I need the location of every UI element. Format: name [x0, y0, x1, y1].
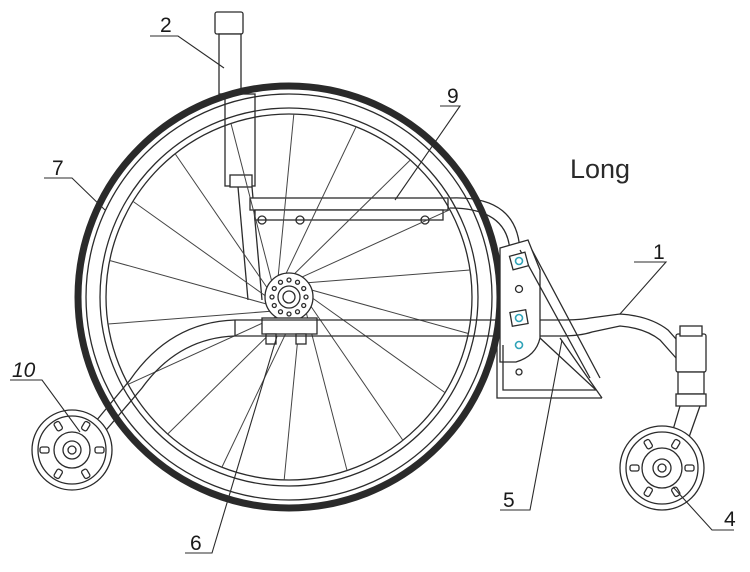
callout-6: 6: [190, 532, 202, 555]
wheel-spokes: [107, 114, 471, 480]
spoke: [277, 114, 295, 278]
footrest: [496, 337, 603, 399]
caster-slot: [53, 468, 64, 480]
frame-lower-arc-inner: [83, 335, 236, 457]
hub-hole: [269, 294, 275, 300]
callout-4: 4: [724, 508, 736, 531]
callout-2: 2: [160, 14, 172, 37]
caster-slot: [684, 464, 695, 472]
side-frame-plate: [499, 239, 601, 379]
axle-nut: [282, 290, 296, 304]
hub-hole: [294, 309, 301, 315]
hub-hole: [271, 285, 277, 292]
spoke: [221, 318, 294, 468]
caster-slot: [670, 438, 681, 450]
main-frame-tube: [234, 313, 685, 359]
caster-slot: [80, 468, 91, 480]
spoke: [309, 288, 469, 335]
spoke: [299, 209, 451, 279]
hub-hole: [294, 279, 301, 285]
caster-slot: [643, 486, 654, 498]
spoke: [230, 123, 273, 283]
spoke: [109, 259, 269, 306]
hub-hole: [277, 309, 284, 315]
caster-slot: [643, 438, 654, 450]
callout-5: 5: [503, 489, 515, 512]
diagram-title: Long: [570, 154, 630, 184]
hub-hole: [301, 285, 307, 292]
callout-10: 10: [12, 359, 36, 382]
spoke: [305, 311, 348, 471]
caster-wheel-rear: [31, 409, 113, 491]
spoke: [107, 310, 273, 325]
frame-lower-arc: [71, 319, 236, 451]
spoke: [310, 296, 446, 394]
callout-9: 9: [447, 85, 459, 108]
hub-hole: [286, 311, 292, 317]
caster-slot: [94, 446, 105, 454]
spoke: [132, 200, 268, 298]
caster-wheel-front: [619, 425, 705, 511]
hub-hole: [301, 302, 307, 309]
hub-hole: [271, 302, 277, 309]
caster-slot: [629, 464, 640, 472]
caster-fork: [661, 325, 707, 469]
spoke: [305, 269, 471, 284]
hub-hole: [286, 277, 292, 283]
spoke: [174, 153, 269, 290]
axle-bracket: [261, 317, 318, 345]
hub-hole: [303, 294, 309, 300]
spoke: [309, 304, 404, 441]
callout-1: 1: [653, 241, 665, 264]
spoke: [284, 126, 357, 276]
caster-slot: [53, 420, 64, 432]
hub-hole: [277, 279, 284, 285]
backrest-post: [214, 11, 263, 301]
frame-bolts: [508, 251, 530, 376]
callout-7: 7: [52, 157, 64, 180]
hub-flange-holes: [269, 277, 309, 317]
spoke: [292, 159, 411, 276]
caster-slot: [39, 446, 50, 454]
caster-slot: [80, 420, 91, 432]
leader-lines: [10, 35, 734, 554]
spoke: [127, 315, 279, 385]
rear-wheel: [74, 82, 504, 512]
